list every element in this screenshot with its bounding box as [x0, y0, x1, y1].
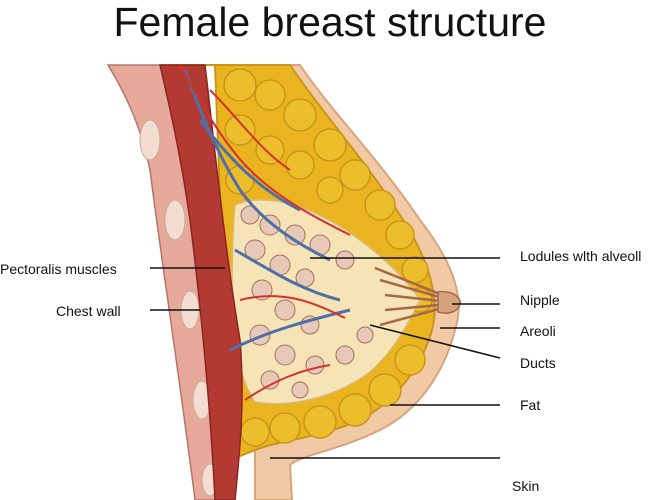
label-fat: Fat — [520, 397, 540, 413]
label-ducts: Ducts — [520, 355, 556, 371]
label-pectoralis-muscles: Pectoralis muscles — [0, 261, 117, 277]
label-areoli: Areoli — [520, 323, 556, 339]
label-nipple: Nipple — [520, 292, 560, 308]
label-chest-wall: Chest wall — [56, 303, 121, 319]
label-skin: Skin — [512, 478, 539, 494]
label-lobules: Lodules wlth alveoll — [520, 248, 641, 264]
